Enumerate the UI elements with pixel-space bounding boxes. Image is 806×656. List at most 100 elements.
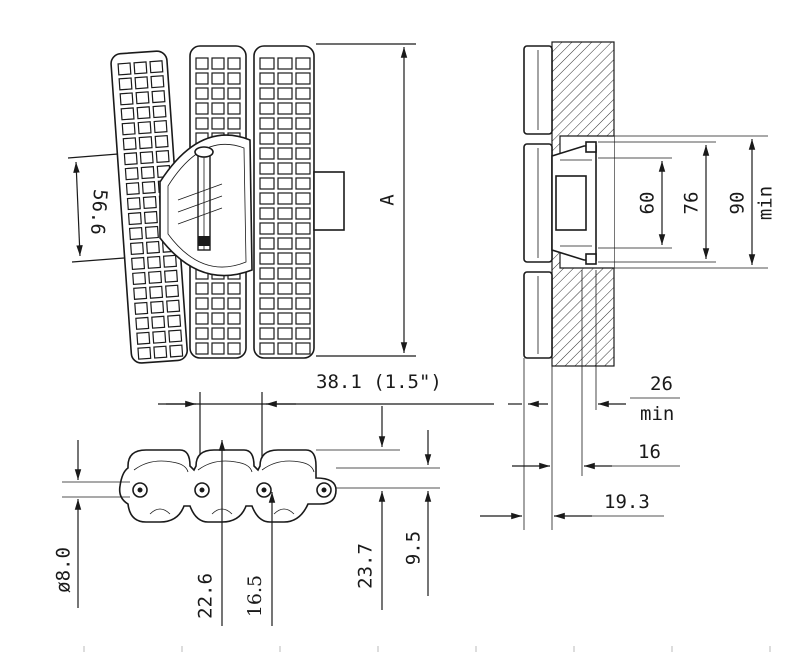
grid-cell <box>259 72 275 85</box>
grid-cell <box>259 102 275 115</box>
grid-cell <box>211 87 225 100</box>
grid-cell <box>148 270 163 284</box>
grid-cell <box>259 207 275 220</box>
grid-cell <box>138 136 153 150</box>
grid-cell <box>259 87 275 100</box>
grid-cell <box>133 61 148 75</box>
grid-cell <box>295 282 311 295</box>
grid-cell <box>277 312 293 325</box>
tilted-link <box>110 50 189 364</box>
grid-cell <box>168 329 183 343</box>
grid-cell <box>152 105 167 119</box>
grid-cell <box>295 312 311 325</box>
grid-cell <box>124 167 139 181</box>
grid-cell <box>155 149 170 164</box>
grid-cell <box>227 57 241 70</box>
grid-cell <box>227 342 241 355</box>
grid-cell <box>135 91 150 105</box>
grid-cell <box>141 180 156 195</box>
grid-cell <box>277 57 293 70</box>
grid-cell <box>143 210 158 225</box>
grid-cell <box>128 227 143 241</box>
grid-cell <box>195 282 209 295</box>
grid-cell <box>277 87 293 100</box>
grid-cell <box>147 255 162 269</box>
grid-cell <box>295 297 311 310</box>
grid-cell <box>277 192 293 205</box>
grid-cell <box>195 87 209 100</box>
grid-cell <box>259 252 275 265</box>
grid-cell <box>195 117 209 130</box>
grid-cell <box>137 121 152 135</box>
bottom-ticks <box>83 646 771 652</box>
grid-cell <box>153 120 168 134</box>
grid-cell <box>259 222 275 235</box>
grid-cell <box>127 212 142 226</box>
label-A: A <box>377 194 399 206</box>
label-90: 90 <box>727 192 749 215</box>
label-pitch: 38.1 (1.5") <box>316 371 442 393</box>
grid-cell <box>277 297 293 310</box>
label-16-5: 16.5 <box>244 575 266 617</box>
grid-cell <box>211 282 225 295</box>
grid-cell <box>117 62 132 76</box>
grid-cell <box>152 330 167 344</box>
grid-cell <box>211 342 225 355</box>
grid-cell <box>277 237 293 250</box>
grid-cell <box>295 267 311 280</box>
grid-cell <box>133 286 148 300</box>
grid-cell <box>227 327 241 340</box>
grid-cell <box>259 117 275 130</box>
grid-cell <box>211 57 225 70</box>
grid-cell <box>295 222 311 235</box>
grid-cell <box>144 225 159 239</box>
grid-cell <box>154 134 169 149</box>
grid-cell <box>259 327 275 340</box>
right-link <box>253 45 315 359</box>
grid-cell <box>135 316 150 330</box>
grid-cell <box>129 241 145 256</box>
knuckle-tab <box>313 171 345 231</box>
grid-cell <box>227 72 241 85</box>
grid-cell <box>277 162 293 175</box>
grid-cell <box>295 177 311 190</box>
grid-cell <box>119 92 134 106</box>
grid-cell <box>165 284 180 298</box>
grid-cell <box>211 72 225 85</box>
grid-cell <box>277 252 293 265</box>
grid-cell <box>123 152 138 166</box>
grid-cell <box>227 102 241 115</box>
grid-cell <box>277 102 293 115</box>
top-view: 56.6 A <box>67 43 416 364</box>
grid-cell <box>295 162 311 175</box>
grid-cell <box>132 271 147 285</box>
dim-A: A <box>316 43 416 357</box>
grid-cell <box>259 237 275 250</box>
side-view: 38.1 (1.5") ø8.0 22.6 16.5 <box>53 371 494 626</box>
grid-cell <box>195 57 209 70</box>
grid-cell <box>295 237 311 250</box>
grid-cell <box>295 147 311 160</box>
label-26-min: min <box>640 403 674 425</box>
label-60: 60 <box>637 192 659 215</box>
grid-cell <box>195 102 209 115</box>
grid-cell <box>295 327 311 340</box>
grid-cell <box>149 60 164 74</box>
grid-cell <box>211 297 225 310</box>
grid-cell <box>277 132 293 145</box>
grid-cell <box>145 240 160 254</box>
grid-cell <box>167 314 182 328</box>
grid-cell <box>295 57 311 70</box>
grid-cell <box>134 301 149 315</box>
label-56-6: 56.6 <box>86 188 111 235</box>
grid-cell <box>169 344 184 358</box>
grid-cell <box>277 72 293 85</box>
dim-56-6: 56.6 <box>67 153 125 263</box>
label-9-5: 9.5 <box>403 531 425 565</box>
grid-cell <box>136 331 151 345</box>
grid-cell <box>277 147 293 160</box>
grid-cell <box>195 297 209 310</box>
end-view: 60 76 90 min 26 min 16 19.3 <box>480 41 777 530</box>
grid-cell <box>259 192 275 205</box>
grid-cell <box>227 312 241 325</box>
